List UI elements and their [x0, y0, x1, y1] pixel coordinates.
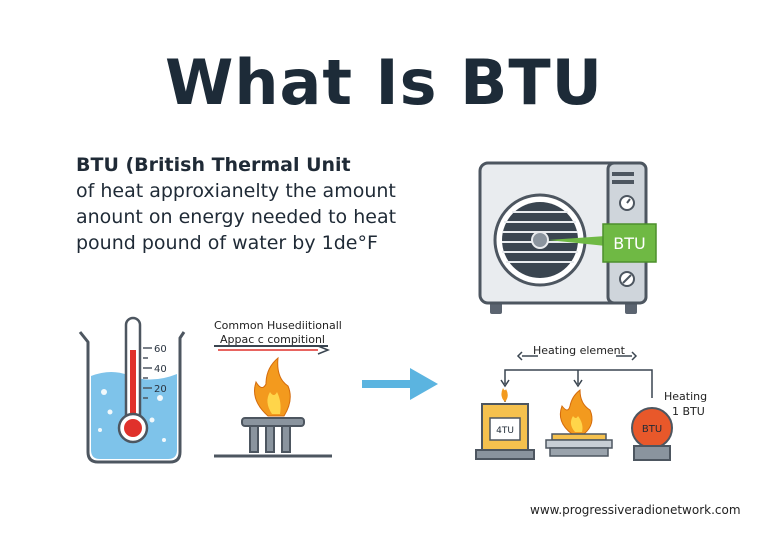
page-title: What Is BTU: [164, 46, 604, 119]
arrow-right-icon: [362, 368, 438, 400]
gas-burner-icon: [214, 345, 332, 458]
website-footer: www.progressiveradionetwork.com: [530, 503, 741, 517]
thermometer-tick-60: 60: [154, 344, 167, 355]
heating-ball-label: BTU: [642, 424, 662, 435]
burner-flame-icon: [545, 388, 613, 457]
heating-element-label: Heating element: [533, 344, 625, 357]
btu-badge: BTU: [602, 223, 657, 263]
one-btu-label: 1 BTU: [672, 405, 705, 418]
air-conditioner-icon: BTU: [478, 161, 657, 314]
heating-side-label: Heating: [664, 390, 708, 403]
btu-badge-label: BTU: [613, 234, 645, 253]
candle-icon: 4TU: [475, 388, 535, 460]
description-line-1: BTU (British Thermal Unit: [76, 154, 351, 176]
heating-ball-icon: BTU: [631, 407, 673, 461]
description-line-2: of heat approxianelty the amount: [76, 180, 396, 202]
candle-label: 4TU: [496, 426, 514, 436]
description-line-4: pound pound of water by 1de°F: [76, 232, 378, 254]
stove-label-2: Appac c compitionl: [220, 333, 325, 346]
heating-element-connector: [500, 351, 653, 398]
thermometer-tick-40: 40: [154, 364, 167, 375]
description-line-3: anount on energy needed to heat: [76, 206, 397, 228]
stove-label-1: Common Husediitionall: [214, 319, 342, 332]
beaker-thermometer-icon: 60 40 20: [78, 316, 186, 464]
thermometer-tick-20: 20: [154, 384, 167, 395]
